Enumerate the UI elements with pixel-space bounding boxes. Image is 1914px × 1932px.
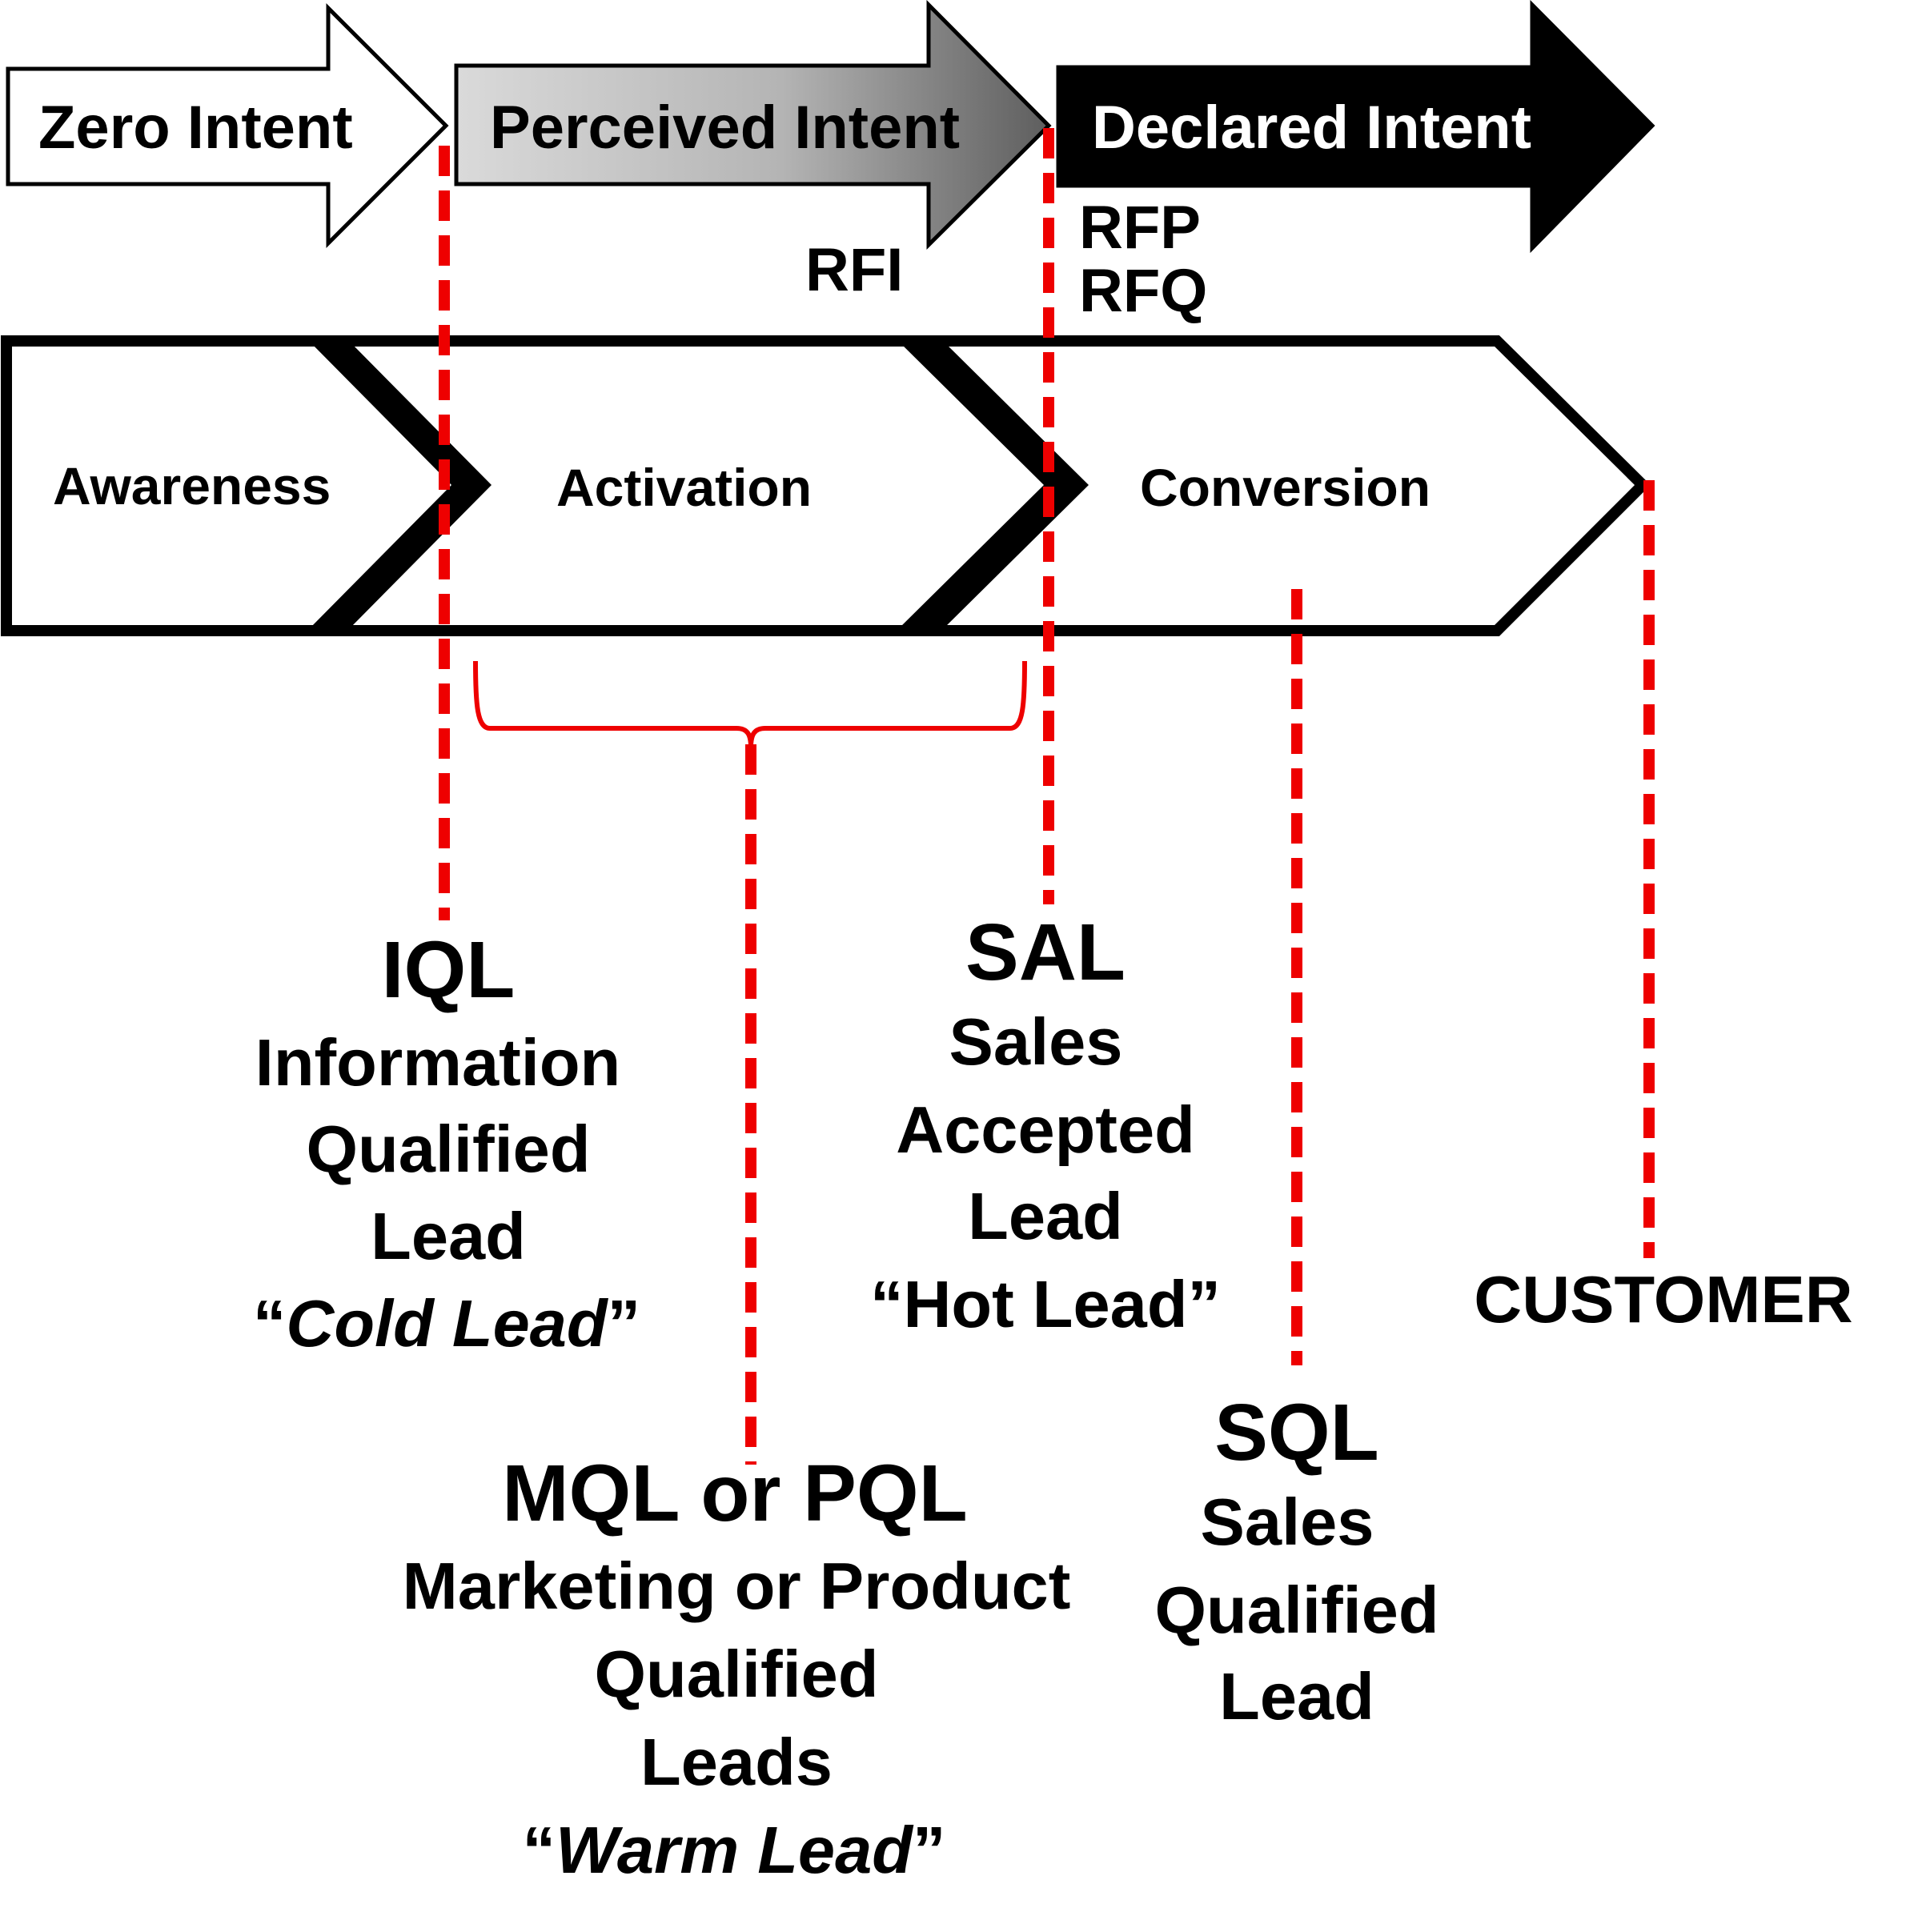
customer-label: CUSTOMER (1474, 1262, 1852, 1337)
iql-line-2: Qualified (306, 1112, 590, 1186)
sql-line-3: Lead (1219, 1659, 1374, 1734)
declared-intent-label: Declared Intent (1092, 94, 1531, 162)
sal-abbr: SAL (965, 908, 1126, 997)
sal-line-1: Sales (949, 1004, 1123, 1079)
conversion-label: Conversion (1140, 458, 1430, 517)
declared-intent-arrow (1056, 0, 1655, 254)
activation-bracket (473, 660, 1027, 748)
mql-abbr: MQL or PQL (502, 1449, 968, 1538)
mql-nickname: “Warm Lead” (523, 1813, 946, 1887)
awareness-label: Awareness (53, 456, 331, 515)
sal-line-2: Accepted (896, 1092, 1195, 1167)
iql-line-3: Lead (371, 1199, 526, 1273)
stage-band (1, 335, 1651, 636)
sql-block: SQL Sales Qualified Lead (1154, 1388, 1439, 1734)
zero-intent-arrow (6, 2, 449, 249)
perceived-intent-label: Perceived Intent (490, 94, 960, 162)
activation-label: Activation (556, 458, 812, 517)
iql-nickname: “Cold Lead” (253, 1286, 640, 1361)
sal-block: SAL Sales Accepted Lead “Hot Lead” (870, 908, 1221, 1341)
sql-line-2: Qualified (1154, 1573, 1439, 1647)
chevron-divider-2 (897, 339, 1089, 631)
iql-abbr: IQL (382, 925, 516, 1015)
rfq-label: RFQ (1079, 257, 1207, 325)
sql-line-1: Sales (1201, 1485, 1374, 1559)
sal-nickname: “Hot Lead” (870, 1267, 1221, 1341)
mql-line-3: Leads (640, 1725, 833, 1799)
rfi-label: RFI (805, 236, 903, 304)
mql-line-2: Qualified (594, 1637, 878, 1711)
stage-band-outline (1, 335, 1651, 636)
mql-line-1: Marketing or Product (403, 1549, 1071, 1623)
rfp-label: RFP (1079, 194, 1201, 262)
sql-abbr: SQL (1214, 1388, 1379, 1477)
chevron-divider-1 (307, 339, 492, 631)
iql-line-1: Information (255, 1025, 620, 1100)
sal-line-3: Lead (968, 1179, 1123, 1253)
perceived-intent-arrow (454, 0, 1052, 251)
iql-block: IQL Information Qualified Lead “Cold Lea… (253, 925, 640, 1361)
mql-block: MQL or PQL Marketing or Product Qualifie… (403, 1449, 1071, 1887)
zero-intent-label: Zero Intent (38, 94, 353, 162)
